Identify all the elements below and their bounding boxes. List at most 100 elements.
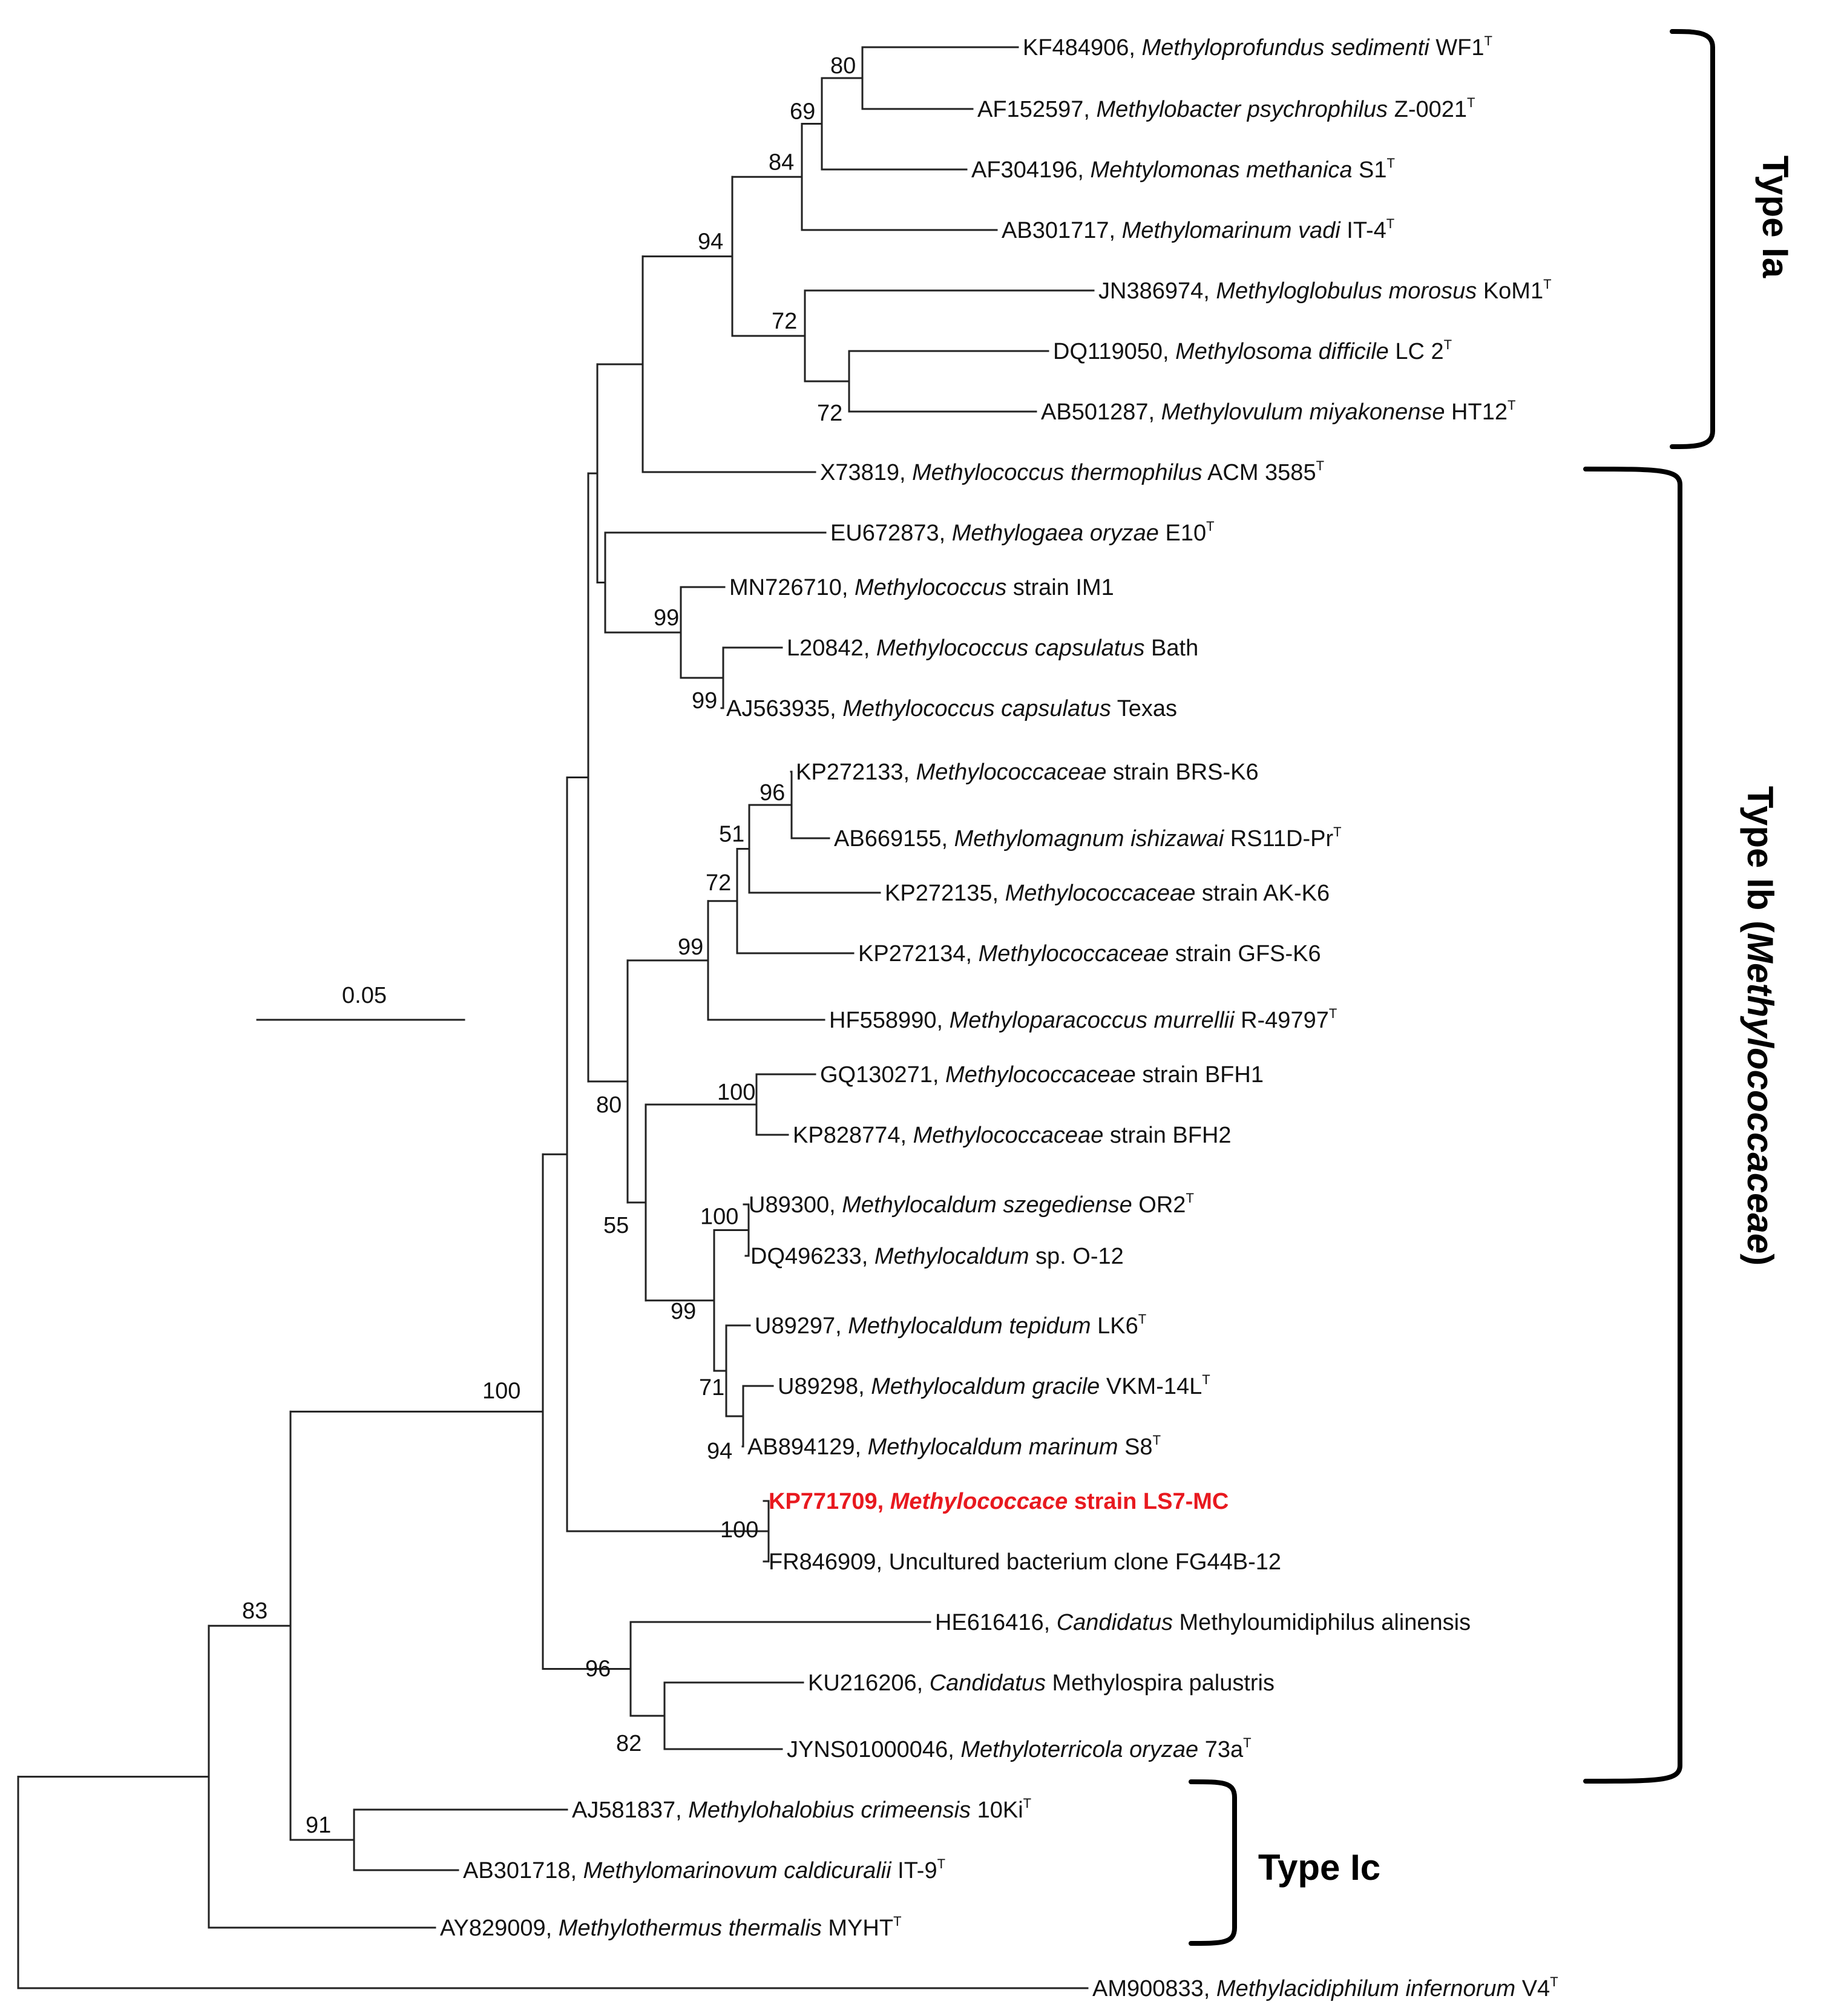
strain-designation: MYHT (822, 1916, 893, 1941)
taxon-label: AB501287, Methylovulum miyakonense HT12T (1041, 398, 1515, 425)
strain-designation: KoM1 (1477, 278, 1543, 304)
accession-number: DQ119050, (1053, 339, 1175, 364)
species-name: Methylococcaceae (1005, 881, 1196, 906)
accession-number: AB501287, (1041, 399, 1161, 425)
species-name: Methylococcaceae (916, 760, 1107, 785)
strain-designation: LK6 (1091, 1313, 1138, 1339)
taxon-label: FR846909, Uncultured bacterium clone FG4… (769, 1549, 1281, 1575)
taxon-label: AF304196, Mehtylomonas methanica S1T (971, 156, 1395, 183)
type-strain-marker: T (1138, 1312, 1146, 1327)
type-ia-bracket (1670, 29, 1715, 449)
bootstrap-value: 100 (717, 1080, 755, 1105)
strain-designation: Texas (1111, 696, 1177, 721)
type-strain-marker: T (1153, 1433, 1161, 1448)
taxon-label: MN726710, Methylococcus strain IM1 (729, 575, 1114, 600)
bootstrap-value: 96 (760, 780, 785, 806)
tree-branches (17, 46, 1095, 1989)
accession-number: AB894129, (747, 1434, 868, 1460)
accession-number: AB669155, (834, 826, 954, 852)
species-name: Candidatus (1057, 1610, 1173, 1635)
strain-designation: E10 (1159, 520, 1206, 546)
taxon-label: AB669155, Methylomagnum ishizawai RS11D-… (834, 824, 1342, 852)
taxon-label: U89300, Methylocaldum szegediense OR2T (749, 1190, 1194, 1218)
accession-number: AJ563935, (726, 696, 842, 721)
bootstrap-value: 100 (700, 1204, 738, 1230)
taxon-label: L20842, Methylococcus capsulatus Bath (787, 635, 1198, 661)
type-ic-bracket (1189, 1779, 1237, 1946)
type-strain-marker: T (1333, 824, 1341, 839)
clade-label-type-ib-prefix: Type Ib ( (1740, 786, 1780, 933)
taxon-label: KP828774, Methylococcaceae strain BFH2 (793, 1123, 1232, 1148)
taxon-label: KP272135, Methylococcaceae strain AK-K6 (885, 881, 1330, 906)
accession-number: U89297, (755, 1313, 848, 1339)
accession-number: GQ130271, (820, 1062, 945, 1088)
accession-number: U89298, (778, 1374, 871, 1399)
accession-number: HF558990, (829, 1008, 950, 1033)
species-name: Methylomagnum ishizawai (954, 826, 1225, 852)
accession-number: EU672873, (830, 520, 952, 546)
bootstrap-value: 72 (817, 401, 842, 426)
type-strain-marker: T (1202, 1372, 1210, 1387)
bootstrap-value: 69 (790, 99, 815, 125)
bootstrap-value: 91 (306, 1813, 331, 1838)
bootstrap-value: 80 (830, 53, 856, 79)
species-name: Mehtylomonas methanica (1090, 157, 1352, 183)
accession-number: KU216206, (808, 1670, 930, 1696)
species-name: Methylococcus capsulatus (842, 696, 1111, 721)
strain-designation: V4 (1515, 1976, 1550, 2001)
type-strain-marker: T (1550, 1974, 1558, 1989)
bootstrap-value: 72 (772, 309, 797, 334)
taxon-label: GQ130271, Methylococcaceae strain BFH1 (820, 1062, 1264, 1088)
bootstrap-value: 51 (719, 822, 744, 847)
accession-number: U89300, (749, 1192, 842, 1218)
taxon-label: JYNS01000046, Methyloterricola oryzae 73… (787, 1735, 1252, 1762)
clade-brackets: Type Ia Type Ib (Methylococcaceae) Type … (1189, 29, 1796, 1946)
clade-label-type-ib: Type Ib (Methylococcaceae) (1740, 786, 1780, 1266)
species-name: Methylococcus capsulatus (876, 635, 1145, 661)
taxon-label: DQ119050, Methylosoma difficile LC 2T (1053, 337, 1452, 364)
taxon-label: AB894129, Methylocaldum marinum S8T (747, 1433, 1161, 1460)
strain-designation: sp. O-12 (1029, 1244, 1123, 1269)
bootstrap-value: 83 (242, 1598, 267, 1624)
species-name: Methylosoma difficile (1175, 339, 1389, 364)
accession-number: L20842, (787, 635, 876, 661)
taxon-label: AB301717, Methylomarinum vadi IT-4T (1002, 216, 1394, 243)
bootstrap-value: 99 (692, 688, 717, 714)
taxon-label: DQ496233, Methylocaldum sp. O-12 (750, 1244, 1124, 1269)
strain-designation: strain LS7-MC (1068, 1489, 1229, 1514)
bootstrap-value: 100 (720, 1517, 758, 1543)
bootstrap-value: 55 (603, 1213, 629, 1238)
type-strain-marker: T (1316, 458, 1324, 473)
species-name: Methylococcus (855, 575, 1006, 600)
accession-number: KP771709, (769, 1489, 890, 1514)
accession-number: DQ496233, (750, 1244, 874, 1269)
taxon-label: HF558990, Methyloparacoccus murrellii R-… (829, 1006, 1337, 1033)
species-name: Methylocaldum gracile (871, 1374, 1100, 1399)
taxon-label: AF152597, Methylobacter psychrophilus Z-… (977, 95, 1475, 122)
species-name: Methylovulum miyakonense (1161, 399, 1445, 425)
bootstrap-value: 100 (482, 1378, 520, 1404)
strain-designation: RS11D-Pr (1224, 826, 1333, 852)
species-name: Methylomarinum vadi (1122, 218, 1342, 243)
strain-designation: S8 (1118, 1434, 1153, 1460)
strain-designation: Methyloumidiphilus alinensis (1173, 1610, 1471, 1635)
strain-designation: strain IM1 (1006, 575, 1114, 600)
strain-designation: IT-9 (891, 1858, 937, 1883)
scale-bar: 0.05 (256, 983, 465, 1021)
bootstrap-value: 99 (678, 934, 703, 960)
strain-designation: 73a (1198, 1737, 1244, 1762)
accession-number: AF304196, (971, 157, 1090, 183)
type-strain-marker: T (1023, 1796, 1031, 1811)
accession-number: KF484906, (1023, 35, 1141, 61)
clade-label-type-ib-family: Methylococcaceae (1740, 933, 1780, 1253)
species-name: Methylomarinovum caldicuralii (583, 1858, 893, 1883)
species-name: Methyloterricola oryzae (960, 1737, 1198, 1762)
bootstrap-value: 72 (706, 870, 731, 896)
strain-designation: OR2 (1132, 1192, 1186, 1218)
accession-number: KP272135, (885, 881, 1005, 906)
species-name: Candidatus (930, 1670, 1046, 1696)
type-strain-marker: T (1329, 1006, 1337, 1021)
bootstrap-value: 99 (654, 605, 679, 631)
